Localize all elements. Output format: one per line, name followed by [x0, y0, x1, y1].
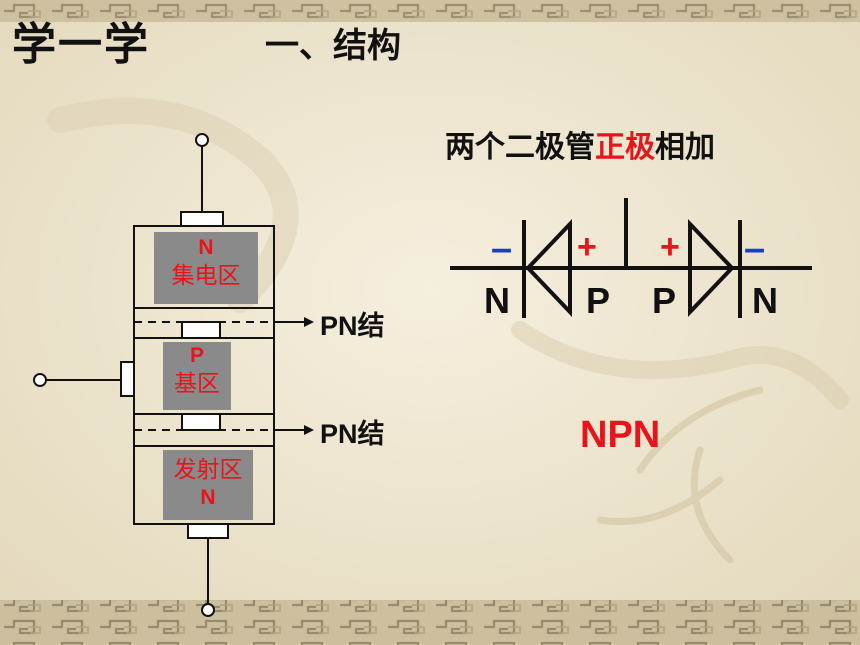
section-title-structure: 一、结构	[265, 26, 401, 66]
base-region-name: 基区	[174, 371, 220, 397]
collector-region-name: 集电区	[171, 263, 241, 289]
slide-title-learn: 学一学	[12, 19, 150, 70]
diode-heading: 两个二极管正极相加	[445, 122, 715, 166]
left-diode-triangle	[525, 219, 572, 317]
collector-region: N 集电区	[154, 232, 258, 304]
diode-letter-p-right: P	[652, 280, 677, 321]
emitter-region-type: N	[200, 486, 216, 509]
emitter-region-name: 发射区	[173, 457, 243, 483]
base-region-type: P	[189, 344, 204, 367]
pn-junction-label-lower: PN结	[320, 419, 385, 449]
left-diode-minus-sign: –	[491, 228, 513, 270]
diode-heading-part1: 两个二极管	[445, 130, 595, 165]
diode-heading-part2: 相加	[655, 130, 715, 165]
right-diode-triangle	[688, 219, 735, 317]
diode-heading-accent: 正极	[595, 130, 655, 165]
emitter-region: 发射区 N	[163, 450, 253, 520]
right-diode-minus-sign: –	[744, 228, 766, 270]
collector-region-type: N	[198, 236, 214, 259]
diode-letter-n-left: N	[484, 280, 510, 321]
base-region: P 基区	[163, 342, 231, 410]
pn-junction-label-upper: PN结	[320, 311, 385, 341]
npn-type-label: NPN	[580, 414, 661, 456]
diode-letter-n-right: N	[752, 280, 778, 321]
right-diode-plus-sign: +	[660, 228, 680, 266]
left-diode-plus-sign: +	[577, 228, 597, 266]
diode-letter-p-left: P	[586, 280, 611, 321]
emitter-terminal	[201, 603, 215, 617]
